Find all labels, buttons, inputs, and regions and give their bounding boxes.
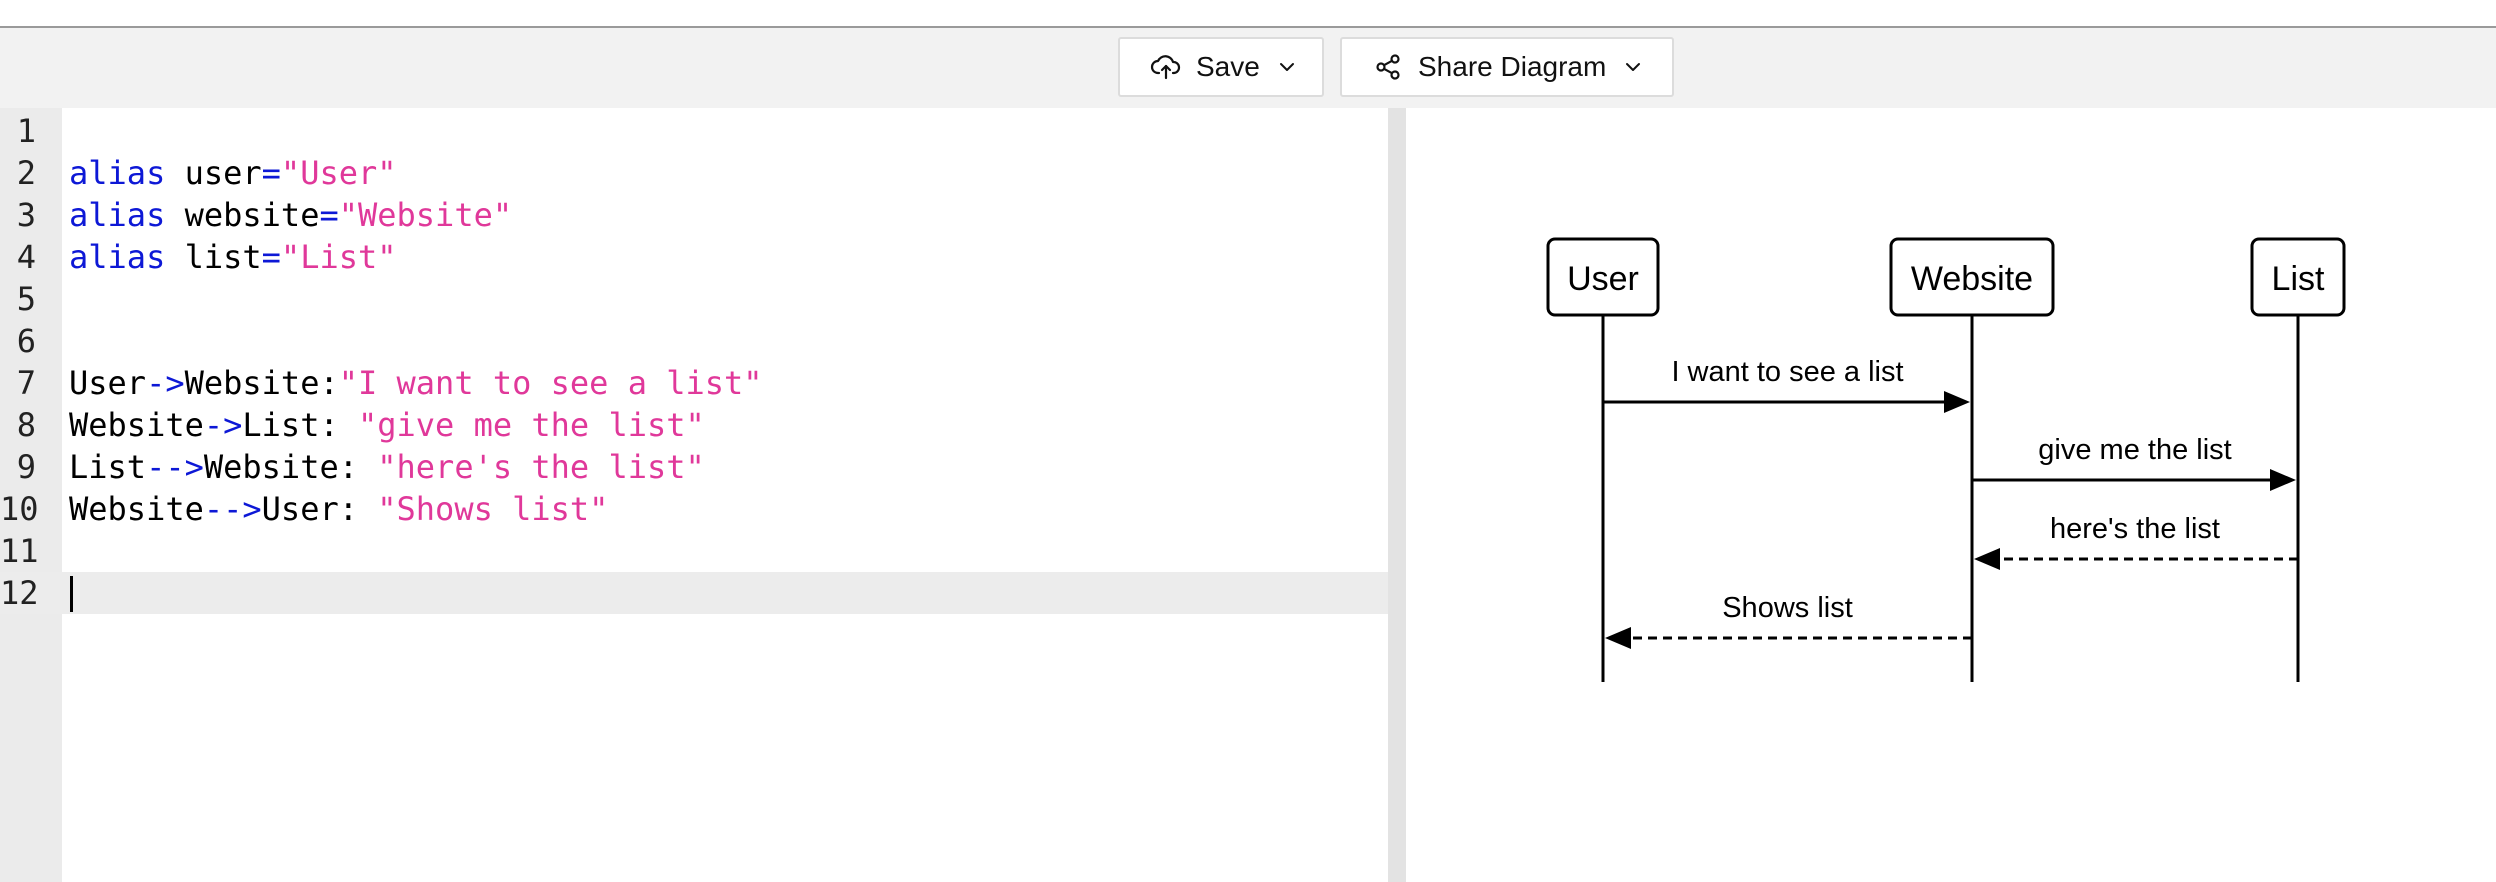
participant-label-user: User xyxy=(1567,260,1639,298)
arrowhead xyxy=(1944,391,1970,413)
identifier-token: Website xyxy=(184,364,320,402)
message-label: here's the list xyxy=(2050,513,2220,545)
line-number: 1 xyxy=(16,112,36,150)
colon-token: : xyxy=(338,448,378,486)
string-token: "give me the list" xyxy=(357,406,705,444)
participant-box-list xyxy=(2250,237,2346,317)
cloud-upload-icon xyxy=(1150,51,1182,83)
string-token: "Website" xyxy=(338,196,513,234)
participant-label-website: Website xyxy=(1911,260,2033,298)
code-line[interactable]: 3 alias website="Website" xyxy=(0,194,1388,236)
string-token: "here's the list" xyxy=(377,448,705,486)
identifier-token: website xyxy=(165,196,320,234)
sequence-diagram: User Website List I want to see a list give … xyxy=(1546,237,2346,682)
line-number: 4 xyxy=(16,238,36,276)
keyword-token: alias xyxy=(69,238,166,276)
code-text: alias list="List" xyxy=(69,236,397,278)
code-line[interactable]: 12 xyxy=(0,572,1388,614)
line-number: 2 xyxy=(16,154,36,192)
chevron-down-icon xyxy=(1276,56,1298,78)
identifier-token: Website xyxy=(69,490,204,528)
identifier-token: List xyxy=(242,406,320,444)
toolbar: Save Share Diagram xyxy=(0,28,2496,108)
code-line[interactable]: 4 alias list="List" xyxy=(0,236,1388,278)
operator-token: = xyxy=(319,196,339,234)
line-number: 5 xyxy=(16,280,36,318)
identifier-token: User xyxy=(261,490,339,528)
message-label: give me the list xyxy=(2038,434,2231,466)
keyword-token: alias xyxy=(69,196,166,234)
string-token: "List" xyxy=(280,238,397,276)
line-number: 11 xyxy=(0,532,39,570)
share-icon xyxy=(1372,51,1404,83)
arrowhead xyxy=(2270,469,2296,491)
arrowhead xyxy=(1974,548,2000,570)
identifier-token: Website xyxy=(69,406,204,444)
code-line[interactable]: 5 xyxy=(0,278,1388,320)
keyword-token: alias xyxy=(69,154,166,192)
code-text: List-->Website: "here's the list" xyxy=(69,446,705,488)
line-number: 12 xyxy=(0,574,39,612)
identifier-token: user xyxy=(165,154,262,192)
message-label: I want to see a list xyxy=(1671,356,1903,388)
save-button[interactable]: Save xyxy=(1118,37,1324,97)
line-number: 7 xyxy=(16,364,36,402)
line-number: 10 xyxy=(0,490,39,528)
code-line[interactable]: 8 Website->List: "give me the list" xyxy=(0,404,1388,446)
arrowhead xyxy=(1605,627,1631,649)
code-line[interactable]: 9 List-->Website: "here's the list" xyxy=(0,446,1388,488)
identifier-token: list xyxy=(165,238,262,276)
string-token: "User" xyxy=(280,154,397,192)
arrow-operator-token: --> xyxy=(146,448,204,486)
line-number-gutter xyxy=(0,108,62,882)
code-line[interactable]: 1 xyxy=(0,110,1388,152)
share-diagram-button[interactable]: Share Diagram xyxy=(1340,37,1674,97)
identifier-token: List xyxy=(69,448,147,486)
window-top-border xyxy=(0,26,2496,28)
diagram-preview: User Website List I want to see a list give … xyxy=(1406,108,2496,882)
string-token: "I want to see a list" xyxy=(338,364,763,402)
chevron-down-icon xyxy=(1622,56,1644,78)
operator-token: = xyxy=(261,238,281,276)
line-number: 3 xyxy=(16,196,36,234)
participant-box-user xyxy=(1546,237,1660,317)
message-label: Shows list xyxy=(1722,592,1853,624)
code-line[interactable]: 10 Website-->User: "Shows list" xyxy=(0,488,1388,530)
line-number: 6 xyxy=(16,322,36,360)
arrow-operator-token: -> xyxy=(203,406,243,444)
save-label: Save xyxy=(1196,51,1260,82)
arrow-operator-token: --> xyxy=(203,490,262,528)
line-number: 8 xyxy=(16,406,36,444)
identifier-token: User xyxy=(69,364,147,402)
string-token: "Shows list" xyxy=(377,490,609,528)
participant-label-list: List xyxy=(2272,260,2325,298)
participant-box-website xyxy=(1889,237,2055,317)
line-number: 9 xyxy=(16,448,36,486)
code-line[interactable]: 7 User->Website:"I want to see a list" xyxy=(0,362,1388,404)
code-line[interactable]: 6 xyxy=(0,320,1388,362)
identifier-token: Website xyxy=(203,448,339,486)
code-text: Website->List: "give me the list" xyxy=(69,404,705,446)
colon-token: : xyxy=(319,406,358,444)
code-text: alias user="User" xyxy=(69,152,397,194)
code-text: alias website="Website" xyxy=(69,194,512,236)
code-text: User->Website:"I want to see a list" xyxy=(69,362,763,404)
colon-token: : xyxy=(319,364,339,402)
arrow-operator-token: -> xyxy=(146,364,185,402)
text-cursor xyxy=(70,576,73,612)
code-text: Website-->User: "Shows list" xyxy=(69,488,608,530)
share-label: Share Diagram xyxy=(1418,51,1607,82)
operator-token: = xyxy=(261,154,281,192)
pane-splitter[interactable] xyxy=(1388,108,1406,882)
colon-token: : xyxy=(338,490,378,528)
code-line[interactable]: 11 xyxy=(0,530,1388,572)
code-line[interactable]: 2 alias user="User" xyxy=(0,152,1388,194)
